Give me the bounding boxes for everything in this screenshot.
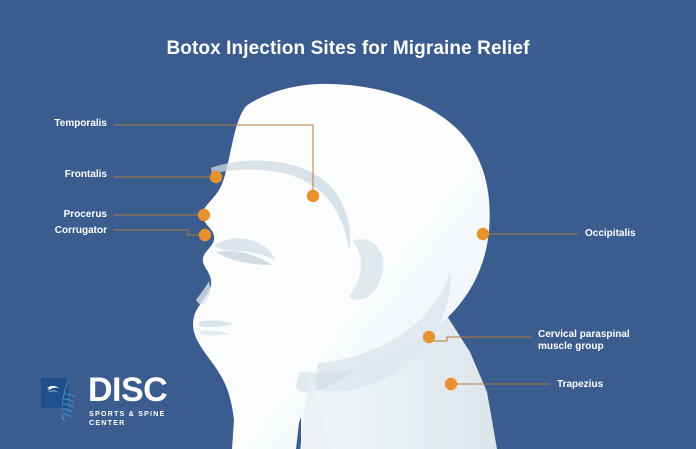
marker-occipitalis	[476, 227, 490, 241]
marker-corrugator	[198, 228, 212, 242]
disc-logo-text: DISC SPORTS & SPINE CENTER	[88, 372, 182, 427]
marker-temporalis	[306, 189, 320, 203]
leader-line-temporalis	[114, 124, 314, 196]
label-occipitalis: Occipitalis	[585, 228, 636, 239]
page-title: Botox Injection Sites for Migraine Relie…	[166, 38, 530, 59]
leader-line-corrugator	[114, 229, 205, 236]
disc-logo-mark	[41, 376, 76, 421]
label-procerus: Procerus	[63, 209, 107, 220]
marker-cervical-paraspinal	[422, 330, 436, 344]
label-trapezius: Trapezius	[557, 379, 604, 390]
marker-trapezius	[444, 377, 458, 391]
label-temporalis: Temporalis	[54, 118, 107, 129]
label-cervical-paraspinal-muscle-group: Cervical paraspinal muscle group	[538, 329, 630, 352]
disc-logo: DISC SPORTS & SPINE CENTER	[40, 372, 180, 430]
leader-line-cervical	[429, 336, 532, 342]
label-frontalis: Frontalis	[64, 169, 107, 180]
disc-wordmark: DISC	[88, 371, 168, 409]
marker-procerus	[197, 208, 211, 222]
label-corrugator: Corrugator	[54, 225, 107, 236]
marker-frontalis	[209, 170, 223, 184]
disc-tagline: SPORTS & SPINE CENTER	[89, 409, 166, 427]
